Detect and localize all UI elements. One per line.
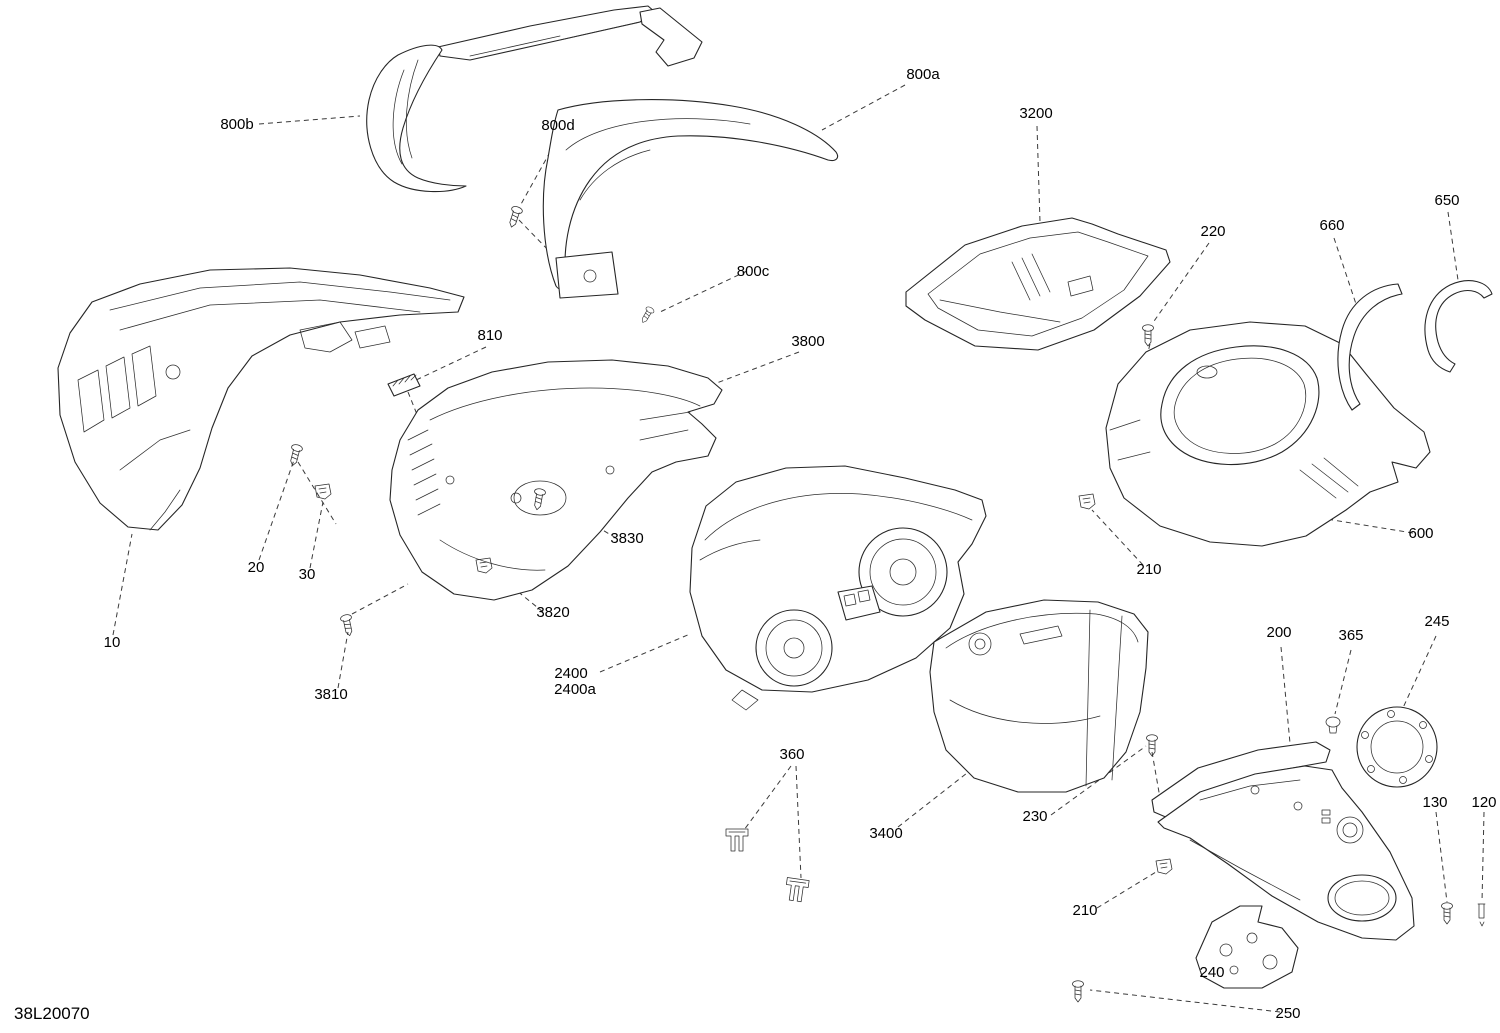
part-365-plug [1325, 716, 1341, 734]
callout-360: 360 [779, 746, 804, 763]
callout-210-upper: 210 [1136, 561, 1161, 578]
leader-800c [659, 270, 748, 313]
leader-2400 [599, 633, 691, 673]
callout-810: 810 [477, 327, 502, 344]
leader-3400 [897, 765, 977, 828]
leader-800b [258, 115, 361, 125]
leader-210-lower [1096, 871, 1157, 909]
callout-10: 10 [104, 634, 121, 651]
leader-3810-assembly [351, 583, 409, 615]
part-120-pin [1477, 903, 1486, 927]
leader-360-b [795, 765, 802, 879]
part-3400 [929, 599, 1149, 793]
leader-220 [1151, 242, 1210, 325]
callout-245: 245 [1424, 613, 1449, 630]
part-800d-screw [505, 204, 524, 230]
part-650 [1424, 280, 1493, 373]
callout-2400a: 2400a [554, 681, 596, 698]
leader-360-a [743, 765, 792, 831]
leader-365 [1334, 649, 1352, 715]
part-250-screw [1072, 980, 1084, 1003]
callout-20: 20 [248, 559, 265, 576]
callout-800d: 800d [541, 117, 574, 134]
leader-250 [1089, 989, 1281, 1013]
part-800a [542, 99, 839, 299]
callout-600: 600 [1408, 525, 1433, 542]
callout-3400: 3400 [869, 825, 902, 842]
leader-245 [1401, 635, 1437, 711]
callout-365: 365 [1338, 627, 1363, 644]
part-220-screw [1142, 324, 1154, 347]
callout-650: 650 [1434, 192, 1459, 209]
leader-3800 [713, 351, 800, 385]
part-360-clip-b [783, 877, 810, 903]
part-200 [1151, 741, 1415, 941]
callout-220: 220 [1200, 223, 1225, 240]
part-20-screw [286, 443, 304, 468]
leader-20 [258, 459, 295, 561]
part-240 [1195, 905, 1299, 989]
part-660 [1337, 283, 1403, 411]
leader-810-assembly [407, 391, 425, 433]
part-10 [57, 267, 465, 531]
leader-120 [1481, 811, 1485, 903]
leader-3810 [337, 631, 349, 689]
callout-labels: 800a 800b 800d 800c 3200 220 660 650 810… [104, 66, 1497, 1022]
leader-660 [1333, 237, 1361, 317]
leader-810 [413, 346, 487, 382]
leader-650 [1447, 211, 1459, 281]
callout-200: 200 [1266, 624, 1291, 641]
callout-120: 120 [1471, 794, 1496, 811]
leader-3200 [1036, 125, 1041, 223]
callout-250: 250 [1275, 1005, 1300, 1022]
part-3200 [905, 217, 1171, 351]
leader-130 [1435, 811, 1448, 903]
part-800b [366, 44, 467, 193]
callout-3800: 3800 [791, 333, 824, 350]
part-2400 [689, 465, 987, 711]
leader-20-assembly [297, 461, 337, 525]
part-600 [1105, 321, 1431, 547]
callout-3810: 3810 [314, 686, 347, 703]
part-810 [387, 373, 421, 397]
part-3810-screw [339, 613, 356, 638]
callout-30: 30 [299, 566, 316, 583]
part-130-screw [1441, 902, 1453, 925]
drawing-id: 38L20070 [14, 1004, 90, 1023]
callout-800c: 800c [737, 263, 770, 280]
leader-800a [821, 84, 906, 131]
callout-800a: 800a [906, 66, 940, 83]
callout-130: 130 [1422, 794, 1447, 811]
part-360-clip-a [725, 828, 749, 852]
part-245-ring [1356, 706, 1438, 788]
callout-210-lower: 210 [1072, 902, 1097, 919]
leader-30 [309, 501, 324, 569]
part-210-upper-clip [1078, 493, 1096, 510]
leader-210-upper [1091, 509, 1144, 566]
callout-2400: 2400 [554, 665, 587, 682]
part-windshield-bracket [437, 5, 703, 67]
leader-200 [1280, 646, 1298, 819]
leader-230-assembly [1151, 751, 1161, 799]
leader-10 [112, 533, 133, 636]
callout-230: 230 [1022, 808, 1047, 825]
callout-3820: 3820 [536, 604, 569, 621]
callout-660: 660 [1319, 217, 1344, 234]
callout-3830: 3830 [610, 530, 643, 547]
part-30-clip [314, 483, 332, 500]
part-210-lower-clip [1155, 858, 1173, 875]
callout-800b: 800b [220, 116, 253, 133]
callout-3200: 3200 [1019, 105, 1052, 122]
part-800c-screw [638, 305, 656, 326]
part-3800 [389, 359, 723, 601]
callout-240: 240 [1199, 964, 1224, 981]
